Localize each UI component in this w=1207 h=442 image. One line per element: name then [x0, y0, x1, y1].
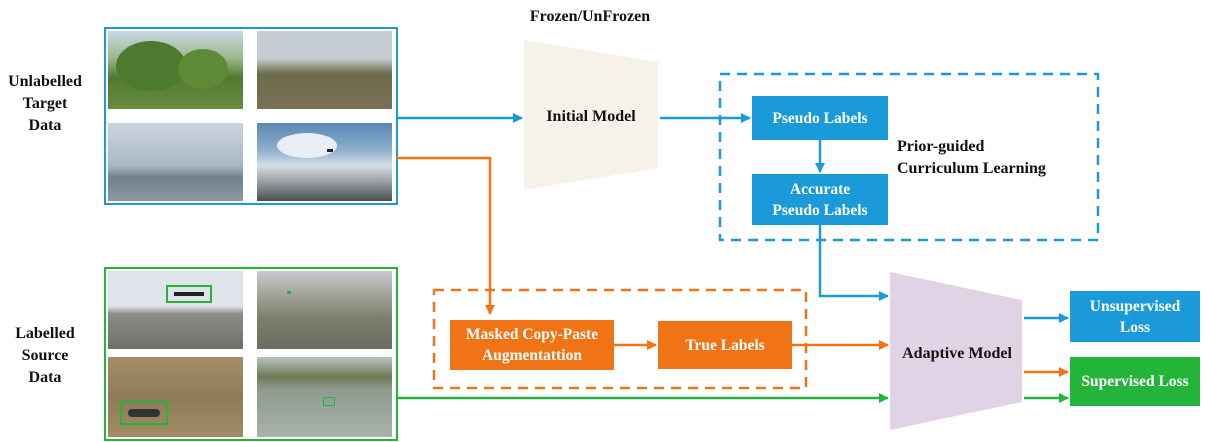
adaptive-model-label: Adaptive Model — [902, 345, 1012, 362]
initial-model-shape — [524, 40, 658, 190]
target-image-hill — [257, 31, 392, 109]
source-image-river — [257, 357, 392, 437]
source-image-grid — [104, 267, 398, 441]
unsupervised-loss-box: Unsupervised Loss — [1070, 291, 1200, 342]
initial-model-label: Initial Model — [546, 108, 636, 125]
target-image-sea — [108, 123, 243, 201]
arrow-target-to-masked — [396, 156, 495, 315]
curriculum-region — [718, 72, 1100, 242]
labelled-source-data-label: Labelled Source Data — [15, 325, 75, 386]
adaptive-model-shape — [890, 272, 1022, 430]
curriculum-learning-label: Prior-guided Curriculum Learning — [897, 138, 1046, 177]
unlabelled-target-data-label: Unlabelled Target Data — [8, 73, 82, 134]
true-labels-box: True Labels — [658, 321, 792, 369]
source-image-city — [257, 271, 392, 349]
target-image-sky-drone — [257, 123, 392, 201]
pseudo-labels-box: Pseudo Labels — [752, 96, 888, 140]
accurate-pseudo-labels-box: Accurate Pseudo Labels — [752, 174, 888, 225]
source-image-ground-drone — [108, 357, 243, 437]
target-image-trees — [108, 31, 243, 109]
arrow-accurate-to-adaptive — [818, 225, 889, 301]
source-image-castle-drone — [108, 271, 243, 349]
augmentation-region — [432, 288, 808, 390]
masked-copy-paste-box: Masked Copy-Paste Augmentattion — [450, 320, 614, 370]
target-image-grid — [104, 27, 398, 205]
frozen-unfrozen-label: Frozen/UnFrozen — [529, 8, 651, 25]
supervised-loss-box: Supervised Loss — [1070, 357, 1200, 406]
